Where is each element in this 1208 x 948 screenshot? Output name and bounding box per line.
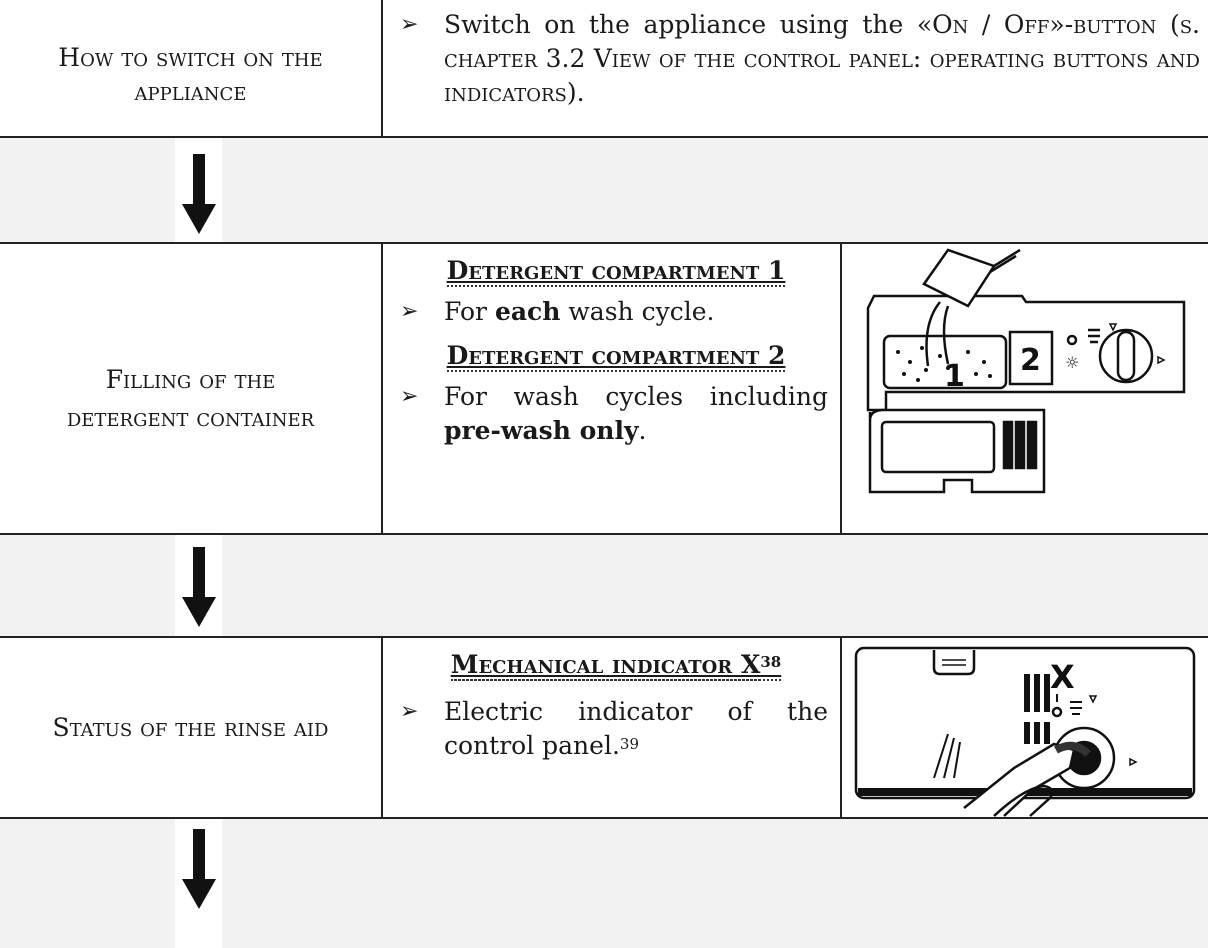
on-off-button-label: On / Off [932, 10, 1050, 39]
step-instruction: Detergent compartment 1 ➢ For each wash … [384, 244, 842, 533]
svg-text:1: 1 [944, 359, 965, 394]
footnote-ref: 38 [760, 653, 782, 671]
svg-text:☼: ☼ [1065, 353, 1079, 372]
rinse-aid-indicator-illustration: X [844, 638, 1208, 817]
indicator-heading: Mechanical indicator X38 [450, 650, 782, 681]
bullet-arrow-icon: ➢ [400, 299, 419, 324]
step-instruction: ➢ Switch on the appliance using the «On … [384, 0, 1208, 136]
step-instruction: Mechanical indicator X38 ➢ Electric indi… [384, 638, 842, 817]
bullet-arrow-icon: ➢ [400, 12, 419, 37]
compartment-1-heading: Detergent compartment 1 [446, 256, 786, 287]
compartment-2-heading: Detergent compartment 2 [446, 341, 786, 372]
step-label: Filling of the detergent container [0, 244, 383, 533]
down-arrow-icon [182, 829, 216, 909]
compartment-1-text: For each wash cycle. [444, 297, 715, 326]
step-label: How to switch on the appliance [0, 0, 383, 136]
flow-arrow-row [0, 819, 1208, 948]
detergent-dispenser-illustration: 1 2 ☼ [844, 244, 1208, 533]
compartment-2-text: For wash cycles including pre-wash only. [444, 382, 828, 445]
step-rinse-aid: Status of the rinse aid Mechanical indic… [0, 636, 1208, 819]
step-label: Status of the rinse aid [0, 638, 383, 817]
instruction-text: Switch on the appliance using the «On / … [444, 10, 1201, 107]
step-switch-on: How to switch on the appliance ➢ Switch … [0, 0, 1208, 138]
step-fill-detergent: Filling of the detergent container Deter… [0, 242, 1208, 535]
flow-arrow-row [0, 535, 1208, 636]
down-arrow-icon [182, 547, 216, 627]
svg-text:X: X [1050, 658, 1075, 696]
svg-text:2: 2 [1020, 343, 1041, 378]
footnote-ref: 39 [619, 735, 639, 753]
down-arrow-icon [182, 154, 216, 234]
bullet-arrow-icon: ➢ [400, 699, 419, 724]
bullet-arrow-icon: ➢ [400, 384, 419, 409]
flow-arrow-row [0, 138, 1208, 242]
indicator-text: Electric indicator of the control panel.… [444, 697, 828, 760]
